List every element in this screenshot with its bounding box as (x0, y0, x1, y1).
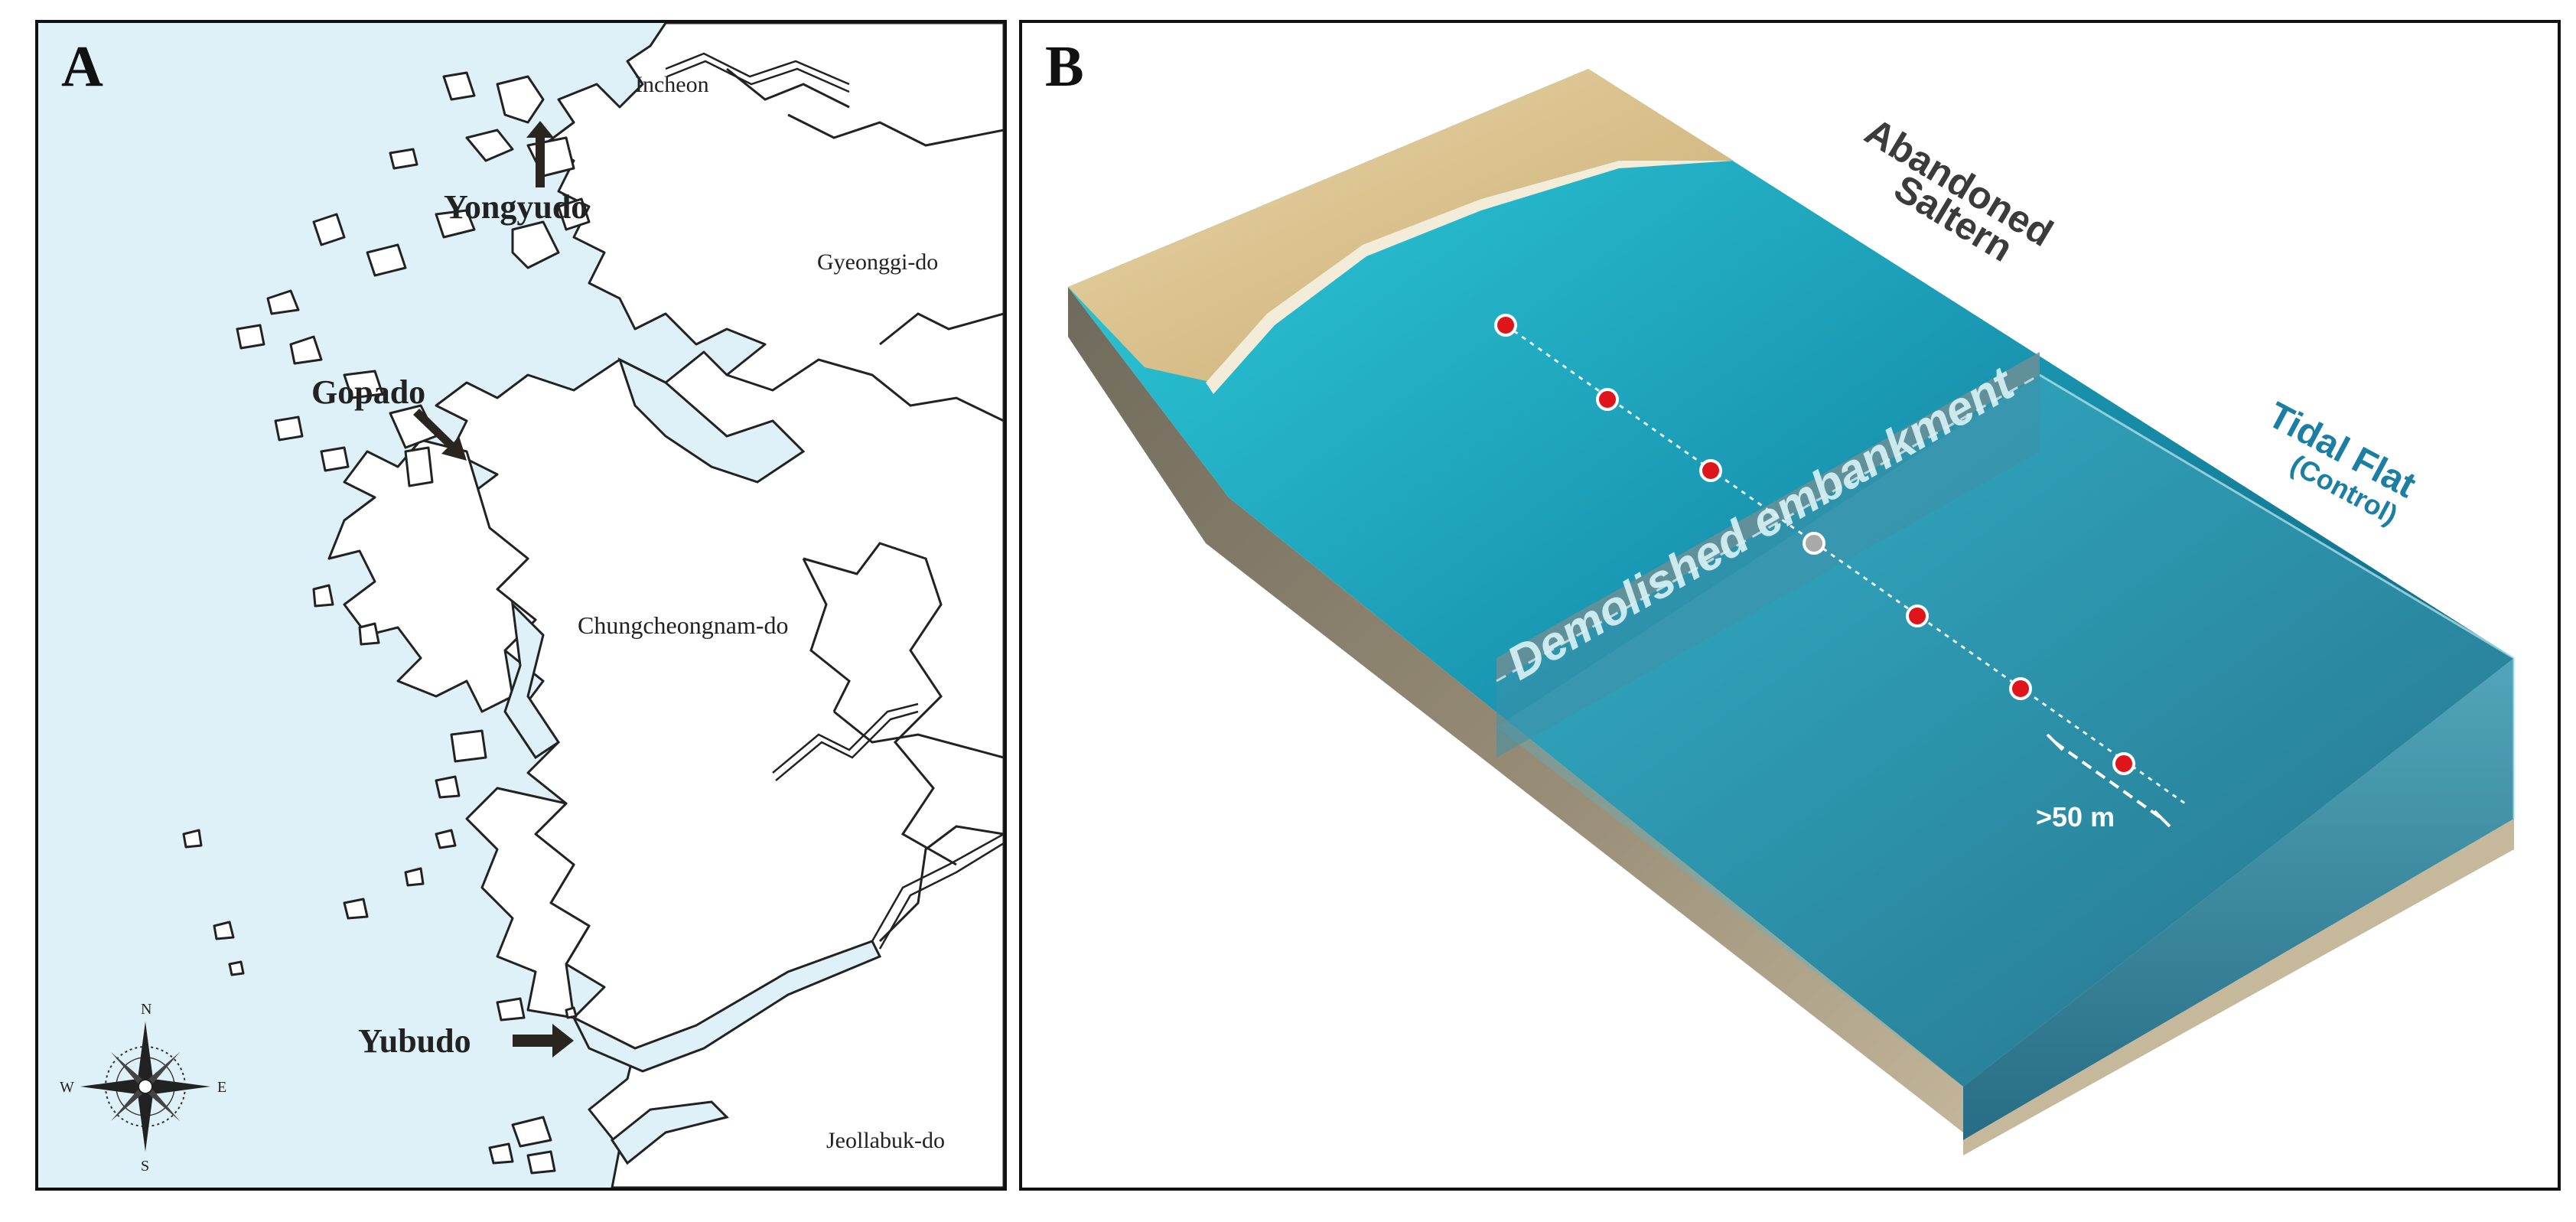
province-borders (726, 67, 1004, 943)
block-front-side (1068, 287, 1963, 1132)
beach-shore (1206, 161, 1734, 394)
sample-point-control (1803, 532, 1825, 555)
arrow-yongyudo-icon (526, 121, 554, 187)
rivers (665, 52, 1004, 950)
label-incheon: Incheon (635, 72, 709, 97)
panel-letter-a: A (61, 34, 103, 99)
block-right-side (1963, 658, 2514, 1140)
tidal-flat-box (1496, 375, 2514, 1087)
compass-rose-icon (80, 1022, 210, 1152)
block-bottom-sand (1963, 819, 2514, 1155)
panel-letter-b: B (1045, 34, 1084, 99)
compass-n: N (141, 1001, 151, 1018)
map-panel: A (35, 20, 1007, 1191)
beach-sand (1068, 69, 1734, 383)
sample-point (1494, 314, 1517, 337)
sample-point (1596, 388, 1619, 411)
saemangeum-inlet (610, 1100, 729, 1165)
mainland (435, 23, 1004, 1188)
label-yongyudo: Yongyudo (444, 188, 588, 226)
arrow-yubudo-icon (513, 1024, 574, 1057)
diagram-panel: B (1019, 20, 2561, 1191)
label-yubudo: Yubudo (358, 1022, 471, 1060)
compass-w: W (60, 1079, 74, 1096)
sample-point (1699, 459, 1722, 482)
tidal-flat-edge (2039, 373, 2516, 819)
distance-label: >50 m (2036, 801, 2115, 833)
compass-s: S (141, 1158, 149, 1175)
embankment-wall (1496, 375, 2040, 758)
sample-point (2112, 752, 2135, 775)
southern-peninsula (465, 787, 591, 1019)
asan-bay (617, 357, 806, 484)
distance-marker-line (2053, 741, 2164, 820)
geum-estuary (571, 940, 882, 1073)
label-jeollabuk: Jeollabuk-do (826, 1128, 945, 1153)
sample-point (1906, 604, 1929, 627)
arrow-gopado-icon (413, 409, 467, 461)
sample-points (1494, 314, 2135, 775)
label-gyeonggi: Gyeonggi-do (817, 249, 938, 275)
block-diagram: >50 m Abandoned Saltern Demolished emban… (1068, 69, 2516, 1155)
label-gopado: Gopado (311, 373, 425, 411)
embankment-band (1496, 352, 2040, 681)
compass-e: E (217, 1079, 226, 1096)
distance-tick-end (2153, 810, 2171, 828)
cheonsu-bay (503, 601, 561, 760)
sample-point (2009, 677, 2032, 700)
map-canvas: Incheon Gyeonggi-do Chungcheongnam-do Je… (38, 23, 1004, 1188)
distance-tick-start (2046, 733, 2064, 751)
taean-peninsula (327, 438, 537, 713)
label-chungcheongnam: Chungcheongnam-do (578, 611, 789, 639)
islands (182, 71, 591, 1175)
embankment-dash (1496, 373, 2040, 683)
